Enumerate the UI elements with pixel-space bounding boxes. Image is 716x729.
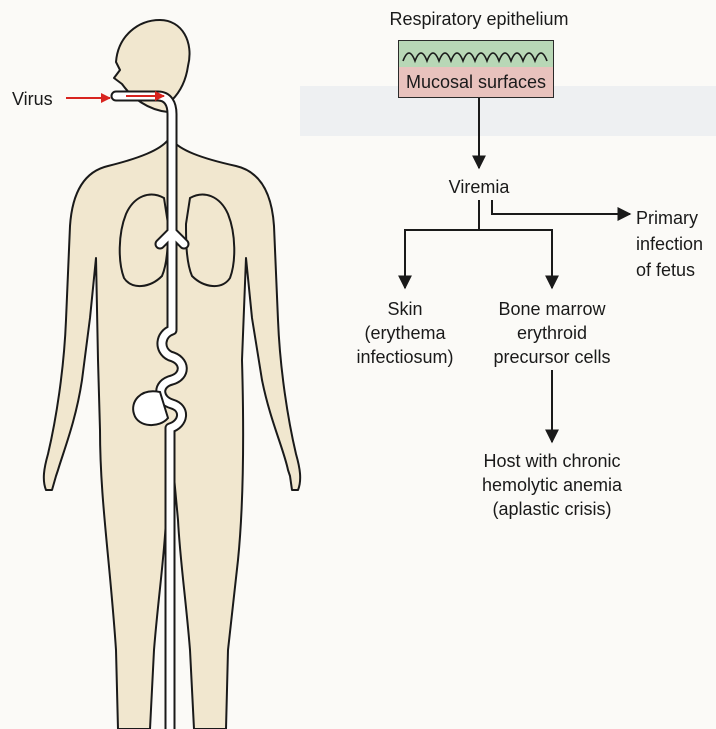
marrow-label-2: erythroid	[478, 322, 626, 344]
mucosal-surface-box: Mucosal surfaces	[398, 40, 554, 98]
skin-label-2: (erythema	[345, 322, 465, 344]
primary-label-3: of fetus	[636, 259, 695, 281]
marrow-label-3: precursor cells	[478, 346, 626, 368]
epithelium-label: Respiratory epithelium	[364, 8, 594, 30]
primary-label-2: infection	[636, 233, 703, 255]
epithelium-layer	[399, 41, 553, 67]
primary-label-1: Primary	[636, 207, 698, 229]
host-label-3: (aplastic crisis)	[464, 498, 640, 520]
virus-label: Virus	[12, 88, 53, 110]
viremia-label: Viremia	[430, 176, 528, 198]
host-label-1: Host with chronic	[464, 450, 640, 472]
marrow-label-1: Bone marrow	[478, 298, 626, 320]
skin-label-1: Skin	[345, 298, 465, 320]
host-label-2: hemolytic anemia	[464, 474, 640, 496]
mucosa-label: Mucosal surfaces	[399, 72, 553, 93]
cilia-wave	[399, 41, 555, 67]
skin-label-3: infectiosum)	[345, 346, 465, 368]
arrow-to-fetus	[492, 200, 630, 214]
